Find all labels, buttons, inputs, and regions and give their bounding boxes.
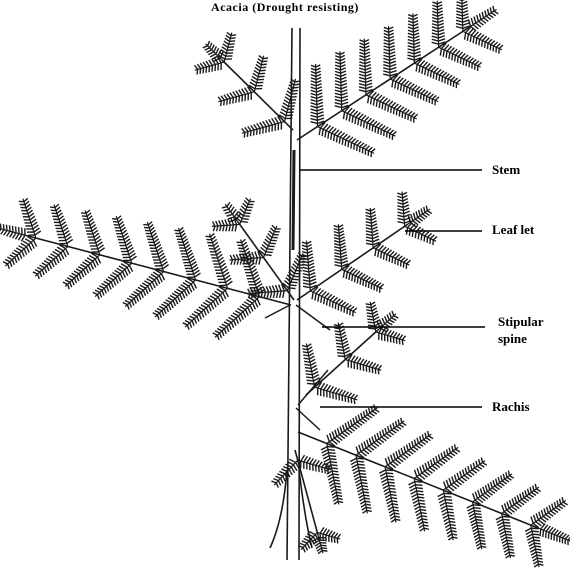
pinna	[315, 382, 358, 404]
pinna	[414, 59, 460, 88]
pinna	[463, 27, 503, 53]
diagram-title: Acacia (Drought resisting)	[0, 0, 570, 15]
pinna	[335, 51, 349, 110]
pinna	[345, 355, 381, 375]
pinna	[205, 233, 232, 288]
label-stipular: Stipular	[498, 314, 544, 329]
label-stem: Stem	[492, 162, 520, 177]
pinna	[321, 444, 343, 505]
label-leaflet: Leaf let	[492, 222, 534, 237]
pinna	[342, 265, 384, 292]
pinna	[334, 224, 348, 269]
pinna	[310, 287, 357, 316]
pinna	[359, 39, 373, 95]
pinna	[235, 198, 254, 225]
pinna	[531, 497, 568, 528]
pinna	[313, 535, 328, 554]
pinna	[376, 327, 406, 345]
pinna	[397, 192, 411, 227]
pinna	[366, 208, 380, 248]
pinna	[242, 116, 285, 137]
pinna	[174, 227, 200, 280]
pinna	[379, 467, 400, 523]
pinna	[438, 490, 458, 540]
pinna	[112, 216, 136, 263]
pinna	[50, 204, 73, 246]
pinna	[443, 457, 486, 492]
pinna	[414, 444, 460, 481]
pinna	[383, 26, 397, 79]
pinna	[123, 270, 165, 310]
pinna	[408, 478, 428, 531]
pinna	[377, 311, 398, 332]
pinna	[439, 43, 482, 71]
pinna	[538, 524, 570, 546]
pinna	[467, 502, 486, 549]
pinna	[259, 225, 281, 257]
pinna	[496, 513, 515, 558]
pinna	[203, 41, 223, 61]
pinna	[153, 278, 197, 319]
pinna	[366, 91, 418, 123]
pinna	[334, 323, 351, 360]
pinna	[63, 253, 101, 289]
pinna	[93, 262, 133, 300]
label-spine: spine	[498, 331, 527, 346]
pinna	[249, 56, 268, 92]
pinna	[218, 87, 254, 106]
pinna	[408, 206, 432, 227]
pinna	[302, 241, 317, 291]
stipular-spines	[265, 305, 330, 430]
pinna	[33, 245, 69, 279]
pinna	[390, 75, 439, 105]
pinna	[502, 484, 541, 516]
pointer-lines	[300, 170, 485, 407]
pinna	[310, 64, 324, 127]
pinna	[350, 455, 372, 513]
pinna	[3, 237, 37, 269]
pinna	[405, 222, 437, 245]
pinna	[279, 79, 300, 122]
pinna	[302, 344, 320, 388]
pinna	[373, 244, 410, 269]
pinna	[473, 471, 514, 505]
pinna	[0, 223, 28, 241]
pinna	[317, 527, 340, 543]
pinna	[143, 222, 168, 272]
pinna	[327, 404, 379, 446]
pinna	[219, 32, 236, 62]
pinna	[407, 13, 421, 63]
pinna	[195, 57, 225, 75]
label-rachis: Rachis	[492, 399, 530, 414]
pinna	[81, 210, 105, 255]
